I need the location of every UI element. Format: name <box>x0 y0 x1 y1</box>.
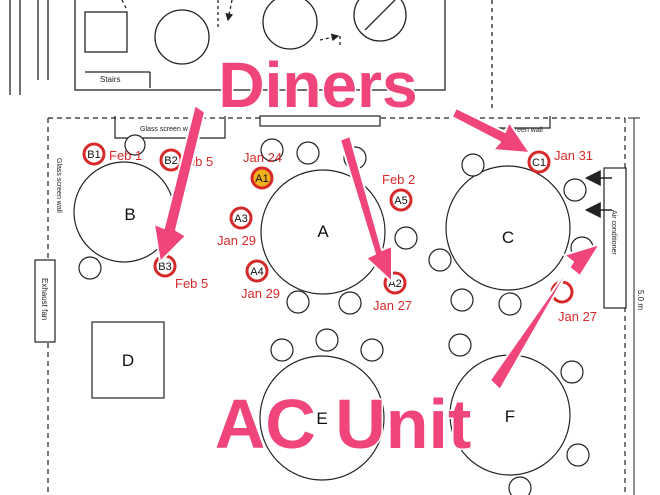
diner-a4: A5 Feb 2 <box>382 172 415 212</box>
chair <box>315 328 339 352</box>
diners-callout: Diners <box>218 49 417 121</box>
chair <box>260 138 284 162</box>
upper-round-table <box>154 9 210 65</box>
diner-date: Jan 24 <box>243 150 282 165</box>
diner-id: A4 <box>250 266 263 278</box>
diner-marker <box>245 259 269 283</box>
diner-marker <box>229 206 253 230</box>
table-c <box>445 165 571 291</box>
dimension-label: 5.0 m <box>636 290 645 310</box>
diner-id: A3 <box>234 213 247 225</box>
chair <box>78 256 102 280</box>
upper-round-table <box>262 0 318 50</box>
exhaust-fan-label: Exhaust fan <box>40 278 49 320</box>
table-label-c: C <box>502 228 514 247</box>
table-a <box>260 169 386 295</box>
stairs-label: Stairs <box>100 75 120 84</box>
chair <box>508 476 532 495</box>
chair <box>338 291 362 315</box>
chair <box>498 292 522 316</box>
upper-round-table <box>353 0 407 42</box>
chair <box>296 141 320 165</box>
diner-date: Jan 27 <box>373 298 412 313</box>
table-label-e: E <box>316 409 327 428</box>
chair <box>563 178 587 202</box>
diner-a3: A3 Jan 29 <box>217 206 256 248</box>
chair <box>124 134 146 156</box>
diner-date: Feb 2 <box>382 172 415 187</box>
ac-unit-callout: AC Unit <box>215 385 472 463</box>
diner-b3: B3 Feb 5 <box>153 254 208 291</box>
diner-marker <box>527 150 551 174</box>
upper-room-outline <box>74 0 446 91</box>
chair <box>270 338 294 362</box>
chair <box>360 338 384 362</box>
pink-arrow <box>153 104 206 263</box>
air-conditioner-label: Air conditioner <box>610 210 617 255</box>
table-label-d: D <box>122 351 134 370</box>
diner-id: A5 <box>394 195 407 207</box>
diner-a1: A1 Jan 24 <box>243 150 282 190</box>
dashed-arrow <box>225 0 234 22</box>
upper-area <box>9 0 493 110</box>
callout-arrows <box>153 104 601 391</box>
table-e <box>259 355 385 481</box>
pink-arrow <box>339 135 393 283</box>
diner-a5: A4 Jan 29 <box>241 259 280 301</box>
diner-markers: B1 Feb 1 B2 Feb 5 B3 Feb 5 A1 Jan 24 A3 … <box>82 142 597 324</box>
upper-diagonal <box>364 0 396 31</box>
furniture <box>73 134 594 495</box>
upper-square <box>84 11 128 53</box>
chair <box>448 333 472 357</box>
diner-id: B2 <box>164 155 177 167</box>
diner-id: C1 <box>532 157 546 169</box>
diner-c1: C1 Jan 31 <box>527 148 593 174</box>
glass-wall-label: Glass screen wall <box>55 158 62 213</box>
diner-date: Jan 27 <box>558 309 597 324</box>
diner-id: A1 <box>255 173 268 185</box>
diner-marker <box>389 188 413 212</box>
pink-arrow <box>489 243 601 391</box>
chair <box>394 226 418 250</box>
glass-wall-label: Glass screen wall <box>140 126 195 133</box>
chair <box>566 443 590 467</box>
dashed-line <box>121 0 127 9</box>
diner-date: Jan 29 <box>217 233 256 248</box>
table-label-f: F <box>505 407 515 426</box>
chair <box>428 248 452 272</box>
diner-date: Feb 5 <box>175 276 208 291</box>
dashed-arrow <box>319 33 340 42</box>
diner-date: Feb 1 <box>109 148 142 163</box>
table-label-a: A <box>317 222 329 241</box>
diner-date: Jan 29 <box>241 286 280 301</box>
pink-arrow <box>451 107 531 154</box>
diner-marker-highlight <box>250 166 274 190</box>
diner-date: Jan 31 <box>554 148 593 163</box>
chair <box>286 290 310 314</box>
chair <box>461 153 485 177</box>
diner-marker <box>82 142 106 166</box>
exhaust-fan-box <box>34 259 56 343</box>
diner-id: B1 <box>87 149 100 161</box>
table-labels: B A C D E F <box>122 205 515 428</box>
chair <box>560 360 584 384</box>
diner-b1: B1 Feb 1 <box>82 142 142 166</box>
chair <box>450 288 474 312</box>
table-label-b: B <box>124 205 135 224</box>
air-conditioner-box <box>603 167 627 309</box>
table-d <box>91 321 165 399</box>
diner-id: B3 <box>158 261 171 273</box>
